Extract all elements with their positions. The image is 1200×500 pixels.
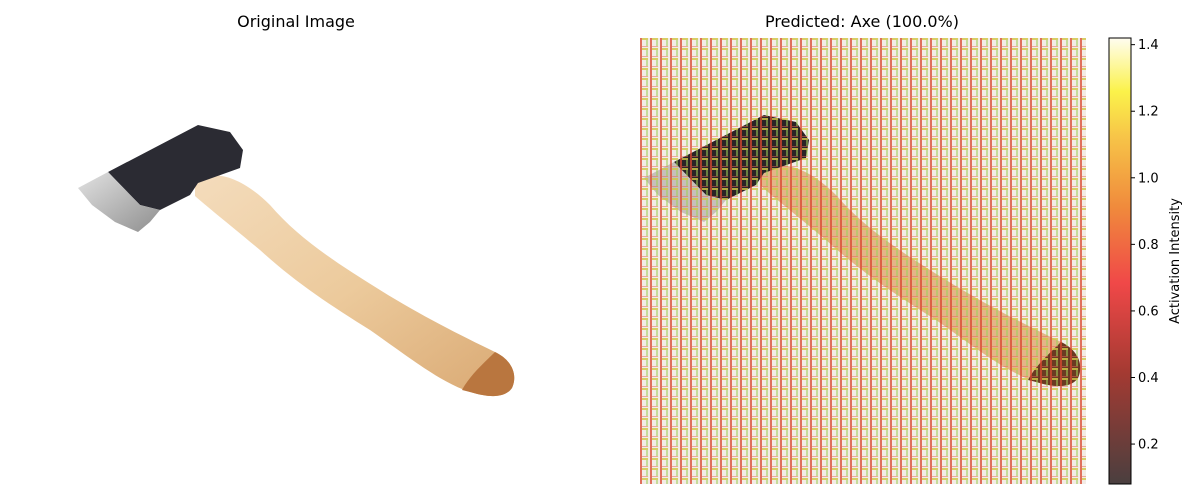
colorbar-label: Activation Intensity: [1168, 198, 1183, 324]
colorbar-tick-label: 0.4: [1138, 371, 1159, 386]
colorbar-gradient: [1108, 37, 1132, 485]
colorbar-tick-label: 0.2: [1138, 438, 1159, 453]
colorbar: 0.2 0.4 0.6 0.8 1.0 1.2 1.4 Activation Intensi…: [1108, 37, 1183, 485]
colorbar-tick-label: 1.2: [1138, 105, 1159, 120]
axe-head: [108, 125, 243, 210]
axe-handle: [195, 175, 515, 397]
original-image-title: Original Image: [237, 12, 355, 31]
colorbar-tick-label: 1.4: [1138, 38, 1159, 53]
prediction-title: Predicted: Axe (100.0%): [765, 12, 959, 31]
colorbar-tick-label: 0.8: [1138, 238, 1159, 253]
colorbar-ticks: 0.2 0.4 0.6 0.8 1.0 1.2 1.4: [1131, 38, 1159, 453]
colorbar-tick-label: 0.6: [1138, 304, 1159, 319]
axe-blade: [78, 172, 160, 232]
original-image: [78, 125, 515, 397]
activation-heatmap: [640, 38, 1086, 484]
colorbar-tick-label: 1.0: [1138, 171, 1159, 186]
